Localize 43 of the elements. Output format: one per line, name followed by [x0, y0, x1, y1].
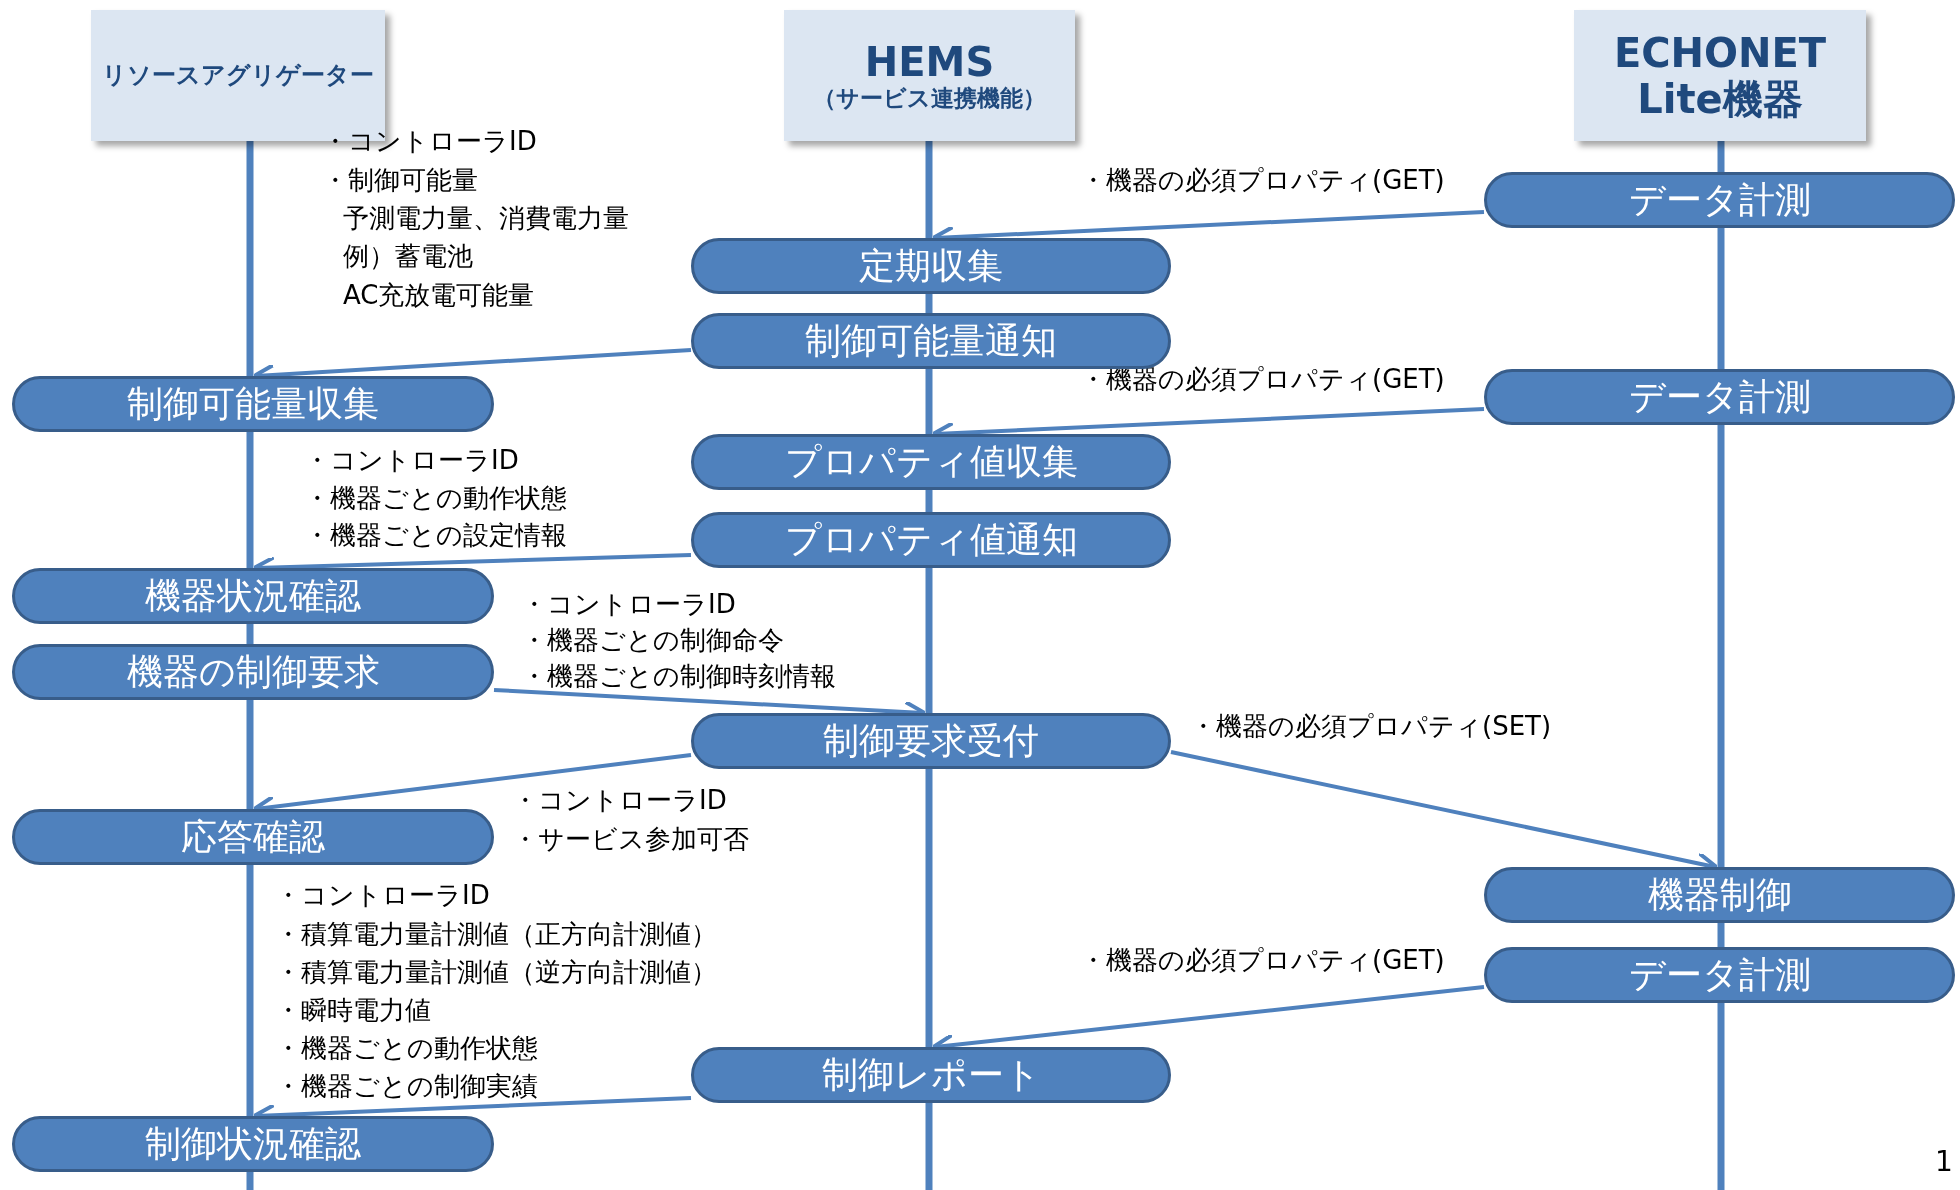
edge-label: ・機器の必須プロパティ(GET)	[1080, 944, 1445, 976]
message-note: ・機器ごとの動作状態	[275, 1032, 538, 1064]
activation-bar: 機器状況確認	[12, 568, 494, 624]
activation-bar: 応答確認	[12, 809, 494, 865]
edge-label: ・機器の必須プロパティ(SET)	[1190, 710, 1552, 742]
header-title: HEMS	[863, 39, 996, 86]
message-note: ・瞬時電力値	[275, 994, 431, 1026]
message-note: 例）蓄電池	[343, 240, 473, 272]
activation-bar: 機器の制御要求	[12, 644, 494, 700]
page-number: 1	[1935, 1146, 1953, 1178]
activation-bar: プロパティ値通知	[691, 512, 1171, 568]
lifeline-header	[1574, 10, 1866, 141]
message-note: ・積算電力量計測値（正方向計測値）	[275, 918, 717, 950]
activation-bar: データ計測	[1484, 947, 1955, 1003]
message-note: ・積算電力量計測値（逆方向計測値）	[275, 956, 717, 988]
message-note: ・コントローラID	[275, 879, 490, 911]
activation-bar: 機器制御	[1484, 867, 1955, 923]
message-note: ・サービス参加可否	[512, 823, 749, 855]
activation-bar: 定期収集	[691, 238, 1171, 294]
activation-bar: 制御要求受付	[691, 713, 1171, 769]
activation-bar: データ計測	[1484, 369, 1955, 425]
message-note: 予測電力量、消費電力量	[343, 202, 629, 234]
activation-bar: 制御可能量収集	[12, 376, 494, 432]
message-note: ・機器ごとの制御命令	[521, 624, 784, 656]
activation-bar: プロパティ値収集	[691, 434, 1171, 490]
header-title: ECHONET Lite機器	[1612, 29, 1828, 122]
message-note: ・コントローラID	[304, 444, 519, 476]
edge-label: ・機器の必須プロパティ(GET)	[1080, 164, 1445, 196]
activation-bar: 制御状況確認	[12, 1116, 494, 1172]
message-note: ・コントローラID	[521, 588, 736, 620]
message-note: ・コントローラID	[512, 784, 727, 816]
message-note: ・制御可能量	[322, 164, 478, 196]
message-note: ・機器ごとの制御実績	[275, 1070, 538, 1102]
message-note: AC充放電可能量	[343, 279, 535, 311]
header-subtitle: （サービス連携機能）	[812, 85, 1047, 112]
lifeline-header	[784, 10, 1075, 141]
activation-bar: 制御レポート	[691, 1047, 1171, 1103]
header-title: リソースアグリゲーター	[101, 61, 375, 90]
message-note: ・コントローラID	[322, 125, 537, 157]
message-note: ・機器ごとの動作状態	[304, 482, 567, 514]
activation-bar: データ計測	[1484, 172, 1955, 228]
message-note: ・機器ごとの制御時刻情報	[521, 660, 836, 692]
message-note: ・機器ごとの設定情報	[304, 519, 567, 551]
